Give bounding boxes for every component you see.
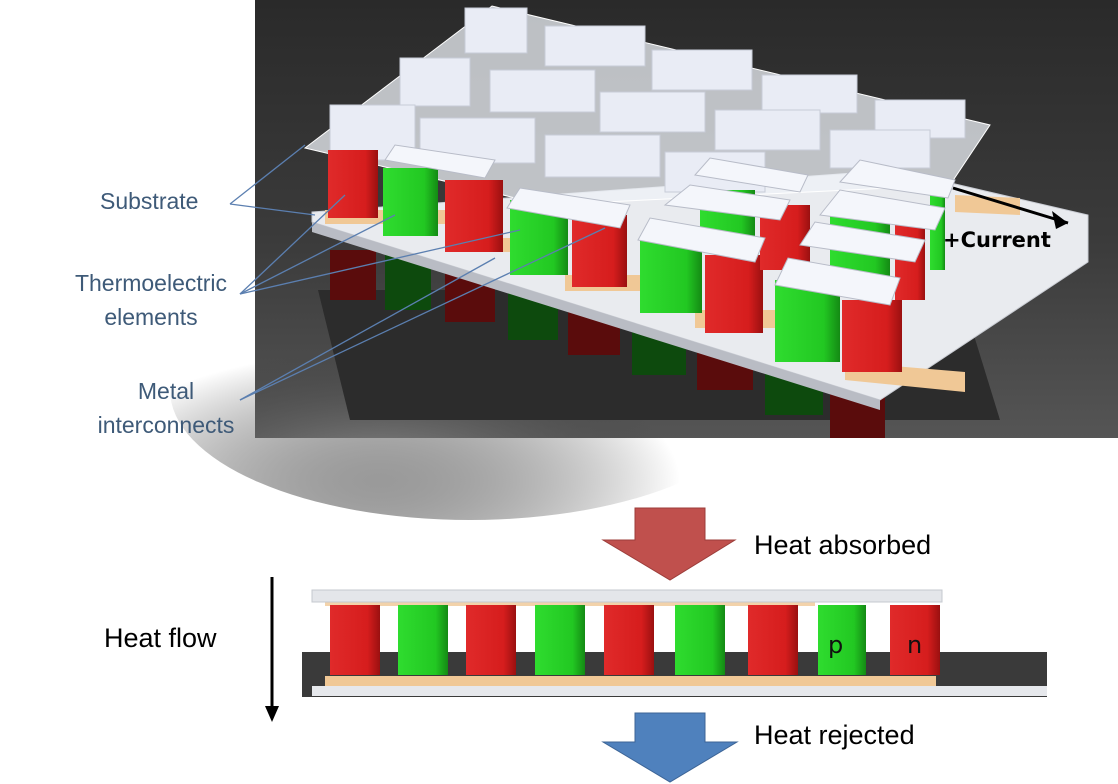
heat-flow-label: Heat flow: [104, 623, 217, 653]
current-label: +Current: [943, 228, 1051, 252]
p-type-label: p: [828, 631, 843, 659]
thermoelectric-line1: Thermoelectric: [74, 270, 228, 296]
side-view-module: [302, 589, 1047, 697]
substrate-label: Substrate: [100, 188, 199, 214]
metal-interconnects-label: Metal interconnects: [80, 374, 252, 442]
heat-rejected-arrow: [601, 712, 739, 783]
heat-rejected-label: Heat rejected: [754, 720, 915, 750]
element-caps: [384, 144, 956, 306]
heat-flow-arrow: [265, 577, 279, 722]
label-leader-lines: [229, 144, 606, 401]
thermoelectric-elements-label: Thermoelectric elements: [60, 266, 242, 334]
heat-absorbed-label: Heat absorbed: [754, 530, 932, 560]
heat-absorbed-arrow: [601, 507, 737, 581]
metal-line2: interconnects: [97, 412, 235, 438]
current-arrow: [952, 186, 1069, 229]
metal-line1: Metal: [137, 378, 195, 404]
n-type-label: n: [907, 631, 922, 659]
thermoelectric-line2: elements: [104, 304, 198, 330]
